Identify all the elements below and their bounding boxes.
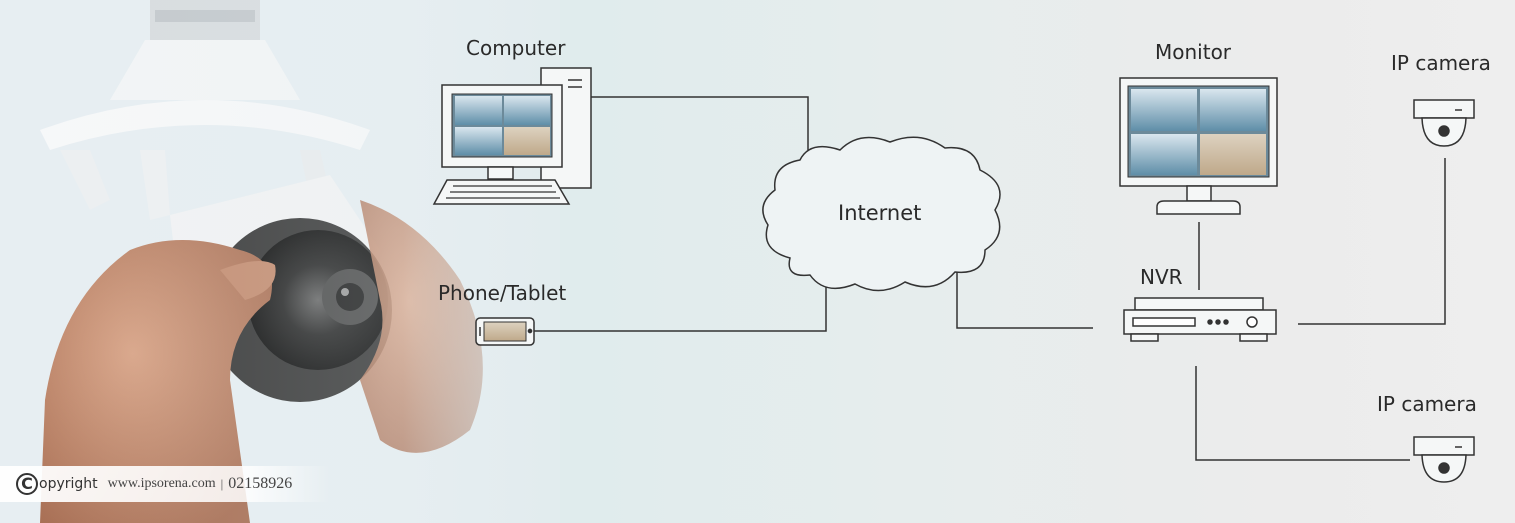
line-nvr-camera-bottom: [1195, 366, 1410, 461]
line-computer-internet: [591, 96, 809, 150]
dome-camera-icon-bottom: [1413, 436, 1475, 483]
phone-tablet-icon: [475, 317, 535, 346]
label-ip-camera-top: IP camera: [1391, 51, 1491, 75]
label-internet: Internet: [838, 201, 922, 225]
line-phone-internet: [534, 282, 827, 332]
copyright-icon: C: [16, 473, 38, 495]
computer-icon: [432, 67, 592, 205]
line-internet-nvr: [956, 268, 1093, 329]
copyright-website: www.ipsorena.com: [107, 476, 216, 491]
label-monitor: Monitor: [1155, 40, 1232, 64]
label-ip-camera-bottom: IP camera: [1377, 392, 1477, 416]
cloud-icon: [762, 136, 1001, 292]
connection-lines: [534, 96, 1446, 461]
label-phone-tablet: Phone/Tablet: [438, 281, 567, 305]
label-nvr: NVR: [1140, 265, 1183, 289]
dome-camera-icon-top: [1413, 99, 1475, 147]
copyright-bar: C opyright www.ipsorena.com | 02158926: [0, 466, 330, 502]
copyright-phone: 02158926: [228, 475, 293, 492]
label-computer: Computer: [466, 36, 566, 60]
copyright-word: opyright: [39, 476, 98, 492]
nvr-recorder-icon: [1123, 297, 1277, 342]
copyright-separator: |: [220, 476, 224, 491]
monitor-icon: [1119, 77, 1278, 215]
line-nvr-camera-top: [1298, 158, 1446, 325]
